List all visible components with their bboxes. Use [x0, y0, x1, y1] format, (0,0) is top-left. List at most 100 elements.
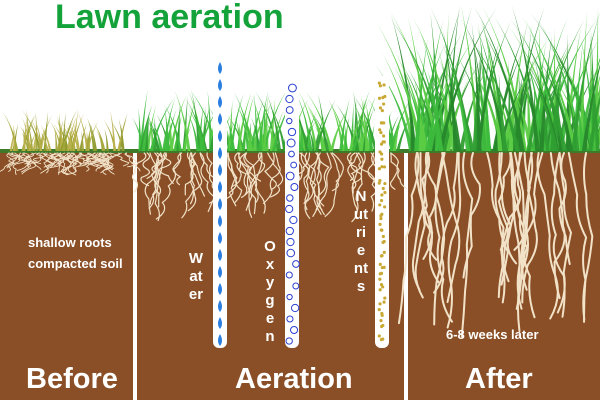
- grass-blade: [522, 60, 559, 152]
- grass-blade: [66, 116, 77, 151]
- grass-blade: [445, 74, 471, 151]
- nutrient-granule: [377, 334, 381, 338]
- grass-blade: [438, 6, 498, 151]
- water-drop: [218, 147, 222, 159]
- grass-blade: [110, 110, 116, 151]
- root: [71, 152, 82, 173]
- water-drop: [218, 62, 222, 74]
- nutrient-granule: [380, 311, 384, 316]
- root: [270, 152, 284, 198]
- grass-blade: [236, 91, 252, 151]
- root: [446, 152, 462, 329]
- nutrient-granule: [383, 190, 387, 195]
- nutrient-granule: [379, 131, 383, 135]
- water-drop: [218, 113, 222, 125]
- grass-blade: [571, 12, 600, 151]
- root: [146, 152, 163, 179]
- nutrient-granule: [383, 205, 387, 209]
- root: [184, 152, 197, 196]
- oxygen-bubble: [290, 325, 299, 335]
- root: [309, 152, 322, 215]
- aeration-soil: [137, 152, 404, 400]
- root: [331, 152, 344, 192]
- root: [414, 152, 438, 261]
- grass-blade: [395, 53, 429, 151]
- grass-blade: [255, 91, 279, 151]
- grass-blade: [414, 37, 428, 151]
- nutrients-column: [375, 76, 389, 348]
- root: [411, 152, 430, 292]
- grass-blade: [292, 101, 308, 151]
- before-note: shallow roots compacted soil: [28, 232, 123, 274]
- grass-blade: [226, 122, 234, 151]
- nutrient-granule: [380, 254, 384, 258]
- grass-blade: [299, 125, 312, 151]
- nutrient-granule: [377, 167, 382, 171]
- grass-blade: [251, 117, 261, 151]
- nutrient-granule: [382, 165, 387, 169]
- after-grass: [375, 4, 600, 152]
- root: [45, 152, 62, 169]
- grass-blade: [163, 118, 174, 151]
- before-soil: [0, 152, 133, 400]
- grass-blade: [146, 105, 157, 151]
- oxygen-bubble: [290, 303, 300, 313]
- grass-blade: [21, 117, 32, 151]
- water-drop: [218, 300, 222, 312]
- grass-blade: [67, 122, 80, 151]
- root: [6, 152, 21, 169]
- grass-blade: [539, 34, 553, 152]
- grass-blade: [187, 113, 200, 151]
- grass-blade: [185, 98, 206, 151]
- grass-blade: [40, 124, 52, 151]
- nutrient-granule: [377, 308, 381, 312]
- nutrient-granule: [381, 337, 385, 341]
- root: [513, 152, 525, 251]
- oxygen-bubble: [285, 204, 294, 214]
- grass-blade: [339, 98, 350, 151]
- root: [486, 152, 509, 286]
- before-note-line1: shallow roots: [28, 235, 112, 250]
- grass-blade: [442, 28, 458, 151]
- grass-blade: [329, 107, 350, 151]
- grass-blade: [39, 114, 53, 151]
- root: [227, 152, 243, 204]
- grass-blade: [163, 103, 183, 151]
- grass-blade: [305, 91, 333, 151]
- nutrient-granule: [380, 193, 384, 197]
- grass-blade: [407, 16, 428, 151]
- grass-blade: [21, 132, 30, 151]
- grass-blade: [538, 57, 574, 151]
- grass-blade: [250, 101, 274, 151]
- grass-blade: [344, 125, 348, 151]
- water-drop: [218, 181, 222, 193]
- grass-blade: [104, 128, 109, 151]
- nutrient-granule: [379, 319, 383, 323]
- root: [497, 152, 512, 299]
- aeration-label: Aeration: [235, 363, 353, 395]
- root: [149, 152, 160, 208]
- root: [189, 152, 203, 205]
- nutrient-granule: [383, 181, 387, 186]
- grass-blade: [329, 100, 345, 151]
- root: [500, 152, 523, 283]
- water-drop: [218, 283, 222, 295]
- nutrient-granule: [382, 134, 386, 138]
- grass-blade: [581, 63, 600, 151]
- grass-blade: [59, 123, 62, 151]
- grass-blade: [382, 119, 396, 151]
- root: [390, 152, 408, 190]
- grass-blade: [493, 15, 544, 151]
- nutrient-granule: [378, 262, 382, 266]
- nutrient-granule: [380, 324, 384, 329]
- nutrient-granule: [378, 288, 382, 292]
- nutrient-granule: [379, 217, 383, 221]
- grass-blade: [478, 44, 492, 152]
- grass-blade: [72, 109, 79, 151]
- nutrient-granule: [378, 128, 382, 132]
- water-drop: [218, 249, 222, 261]
- root: [515, 152, 533, 310]
- nutrient-granule: [381, 96, 385, 100]
- grass-blade: [241, 115, 247, 151]
- grass-blade: [526, 62, 552, 151]
